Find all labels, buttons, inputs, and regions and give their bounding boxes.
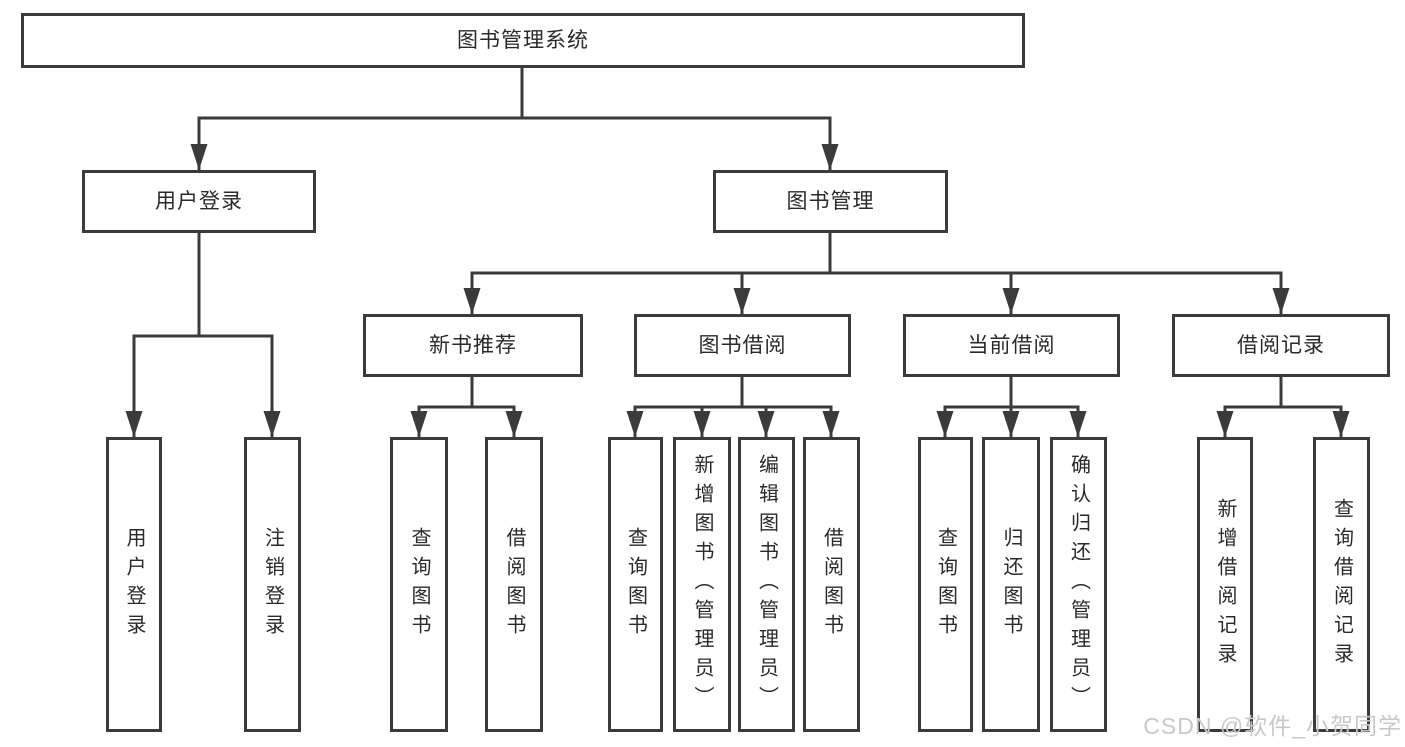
node-current-borrow: 当前借阅 — [903, 314, 1120, 377]
watermark-csdn: CSDN @软件_小贺同学 — [1143, 713, 1402, 739]
leaf-borrow-edit-admin: 编辑图书（管理员） — [738, 437, 795, 732]
leaf-current-return: 归还图书 — [982, 437, 1040, 732]
leaf-borrow-borrow: 借阅图书 — [803, 437, 860, 732]
node-book-management: 图书管理 — [713, 170, 948, 233]
node-library-system: 图书管理系统 — [21, 13, 1025, 68]
leaf-borrow-query: 查询图书 — [608, 437, 663, 732]
leaf-newbook-borrow: 借阅图书 — [485, 437, 543, 732]
node-borrow-records: 借阅记录 — [1172, 314, 1390, 377]
node-new-book-recommend: 新书推荐 — [363, 314, 583, 377]
leaf-records-query: 查询借阅记录 — [1313, 437, 1370, 732]
leaf-borrow-add-admin: 新增图书（管理员） — [673, 437, 731, 732]
leaf-user-login: 用户登录 — [106, 437, 162, 732]
leaf-current-query: 查询图书 — [918, 437, 973, 732]
leaf-logout: 注销登录 — [244, 437, 301, 732]
leaf-newbook-query: 查询图书 — [390, 437, 448, 732]
leaf-records-add: 新增借阅记录 — [1197, 437, 1253, 732]
node-book-borrow: 图书借阅 — [634, 314, 851, 377]
leaf-current-confirm-return-admin: 确认归还（管理员） — [1050, 437, 1107, 732]
node-user-login: 用户登录 — [82, 170, 316, 233]
